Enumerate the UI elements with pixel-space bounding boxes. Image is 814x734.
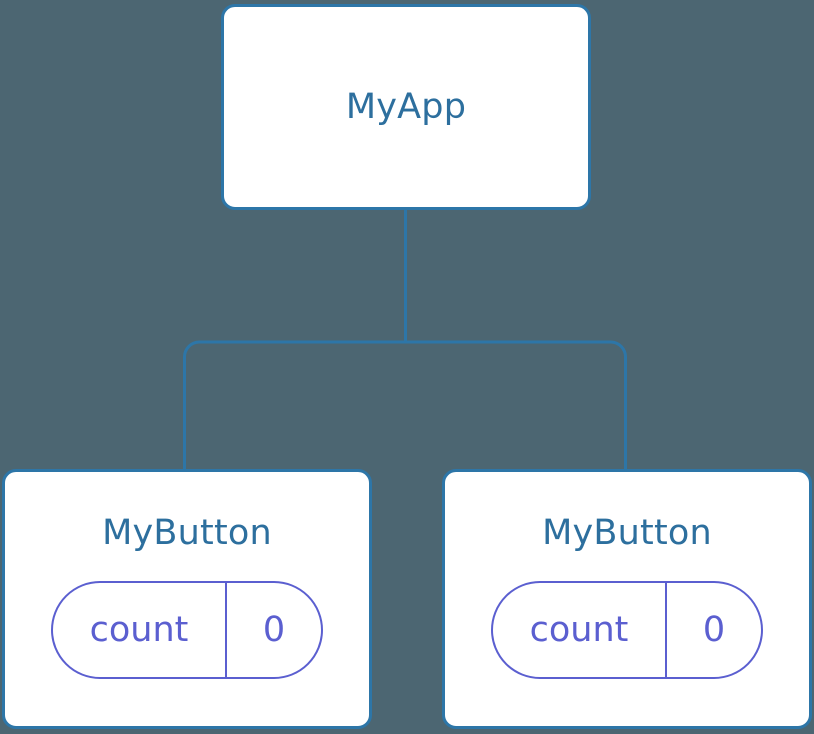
state-key-label-2: count [529, 609, 629, 650]
state-value-cell-2: 0 [667, 583, 761, 677]
state-value-label-1: 0 [262, 609, 286, 650]
state-value-label-2: 0 [702, 609, 726, 650]
state-value-cell-1: 0 [227, 583, 321, 677]
state-key-label-1: count [89, 609, 189, 650]
state-pill-mybutton-1[interactable]: count 0 [51, 581, 323, 679]
state-key-cell-2: count [493, 583, 667, 677]
state-pill-mybutton-2[interactable]: count 0 [491, 581, 763, 679]
state-key-cell-1: count [53, 583, 227, 677]
node-title-mybutton-1: MyButton [102, 513, 272, 553]
node-mybutton-2[interactable]: MyButton count 0 [442, 469, 812, 729]
node-mybutton-1[interactable]: MyButton count 0 [2, 469, 372, 729]
edge-root-to-child-left [183, 340, 406, 470]
node-title-myapp: MyApp [345, 86, 467, 127]
edge-root-to-child-right [405, 340, 627, 470]
node-myapp[interactable]: MyApp [221, 4, 591, 210]
node-title-mybutton-2: MyButton [542, 513, 712, 553]
